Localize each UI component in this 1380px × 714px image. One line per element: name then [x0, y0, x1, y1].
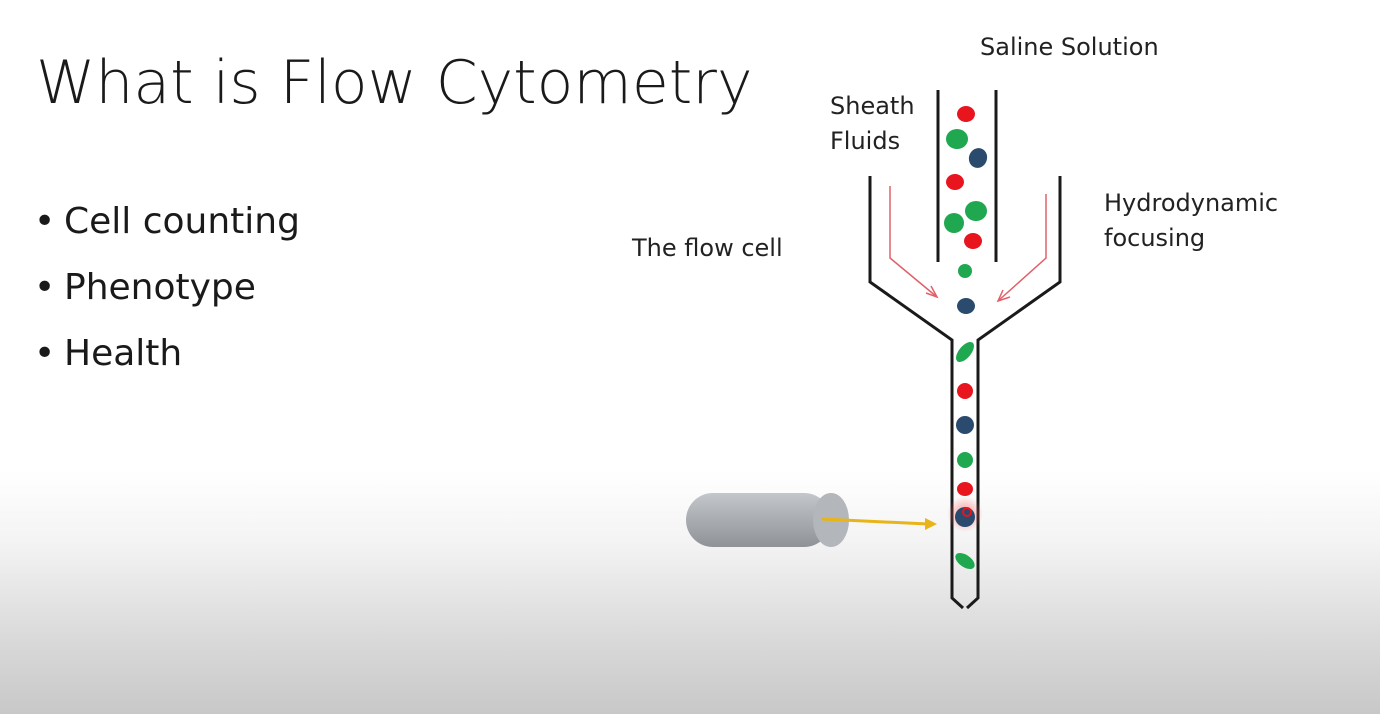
slide-title: What is Flow Cytometry — [36, 48, 753, 118]
outer-funnel-right-wall — [965, 176, 1062, 610]
blue-cell — [957, 298, 975, 314]
sheath-label-line1: Sheath — [830, 92, 915, 120]
saline-solution-label: Saline Solution — [980, 33, 1159, 61]
blue-cell — [955, 507, 975, 527]
red-cell — [946, 174, 964, 190]
hydro-label-line1: Hydrodynamic — [1104, 189, 1279, 217]
red-cell — [964, 233, 982, 249]
bullet-text: Cell counting — [64, 201, 300, 242]
green-cell — [957, 452, 973, 468]
interrogation-point — [962, 507, 972, 517]
sheath-arrow-right — [996, 194, 1047, 303]
bullet-item: •Phenotype — [34, 262, 300, 328]
outer-funnel-left-wall — [868, 176, 965, 610]
bullet-dot: • — [34, 201, 56, 242]
bullet-item: •Cell counting — [34, 196, 300, 262]
sheath-arrow-left — [889, 186, 939, 299]
blue-cell — [956, 416, 974, 434]
green-cell — [955, 553, 975, 569]
red-cell — [957, 383, 973, 399]
bullet-text: Phenotype — [64, 267, 256, 308]
flow-cell-label: The flow cell — [632, 234, 783, 262]
sheath-label-line2: Fluids — [830, 127, 901, 155]
bullet-dot: • — [34, 267, 56, 308]
red-cell — [957, 106, 975, 122]
red-cell — [957, 482, 973, 496]
laser-beam-arrow — [821, 517, 937, 530]
bullet-item: •Health — [34, 328, 300, 394]
hydro-label-line2: focusing — [1104, 224, 1206, 252]
green-cell — [944, 213, 964, 233]
green-cell — [956, 342, 974, 362]
green-cell — [965, 201, 987, 221]
blue-cell — [968, 148, 988, 168]
bullet-list: •Cell counting •Phenotype •Health — [34, 196, 300, 394]
green-cell — [958, 264, 972, 278]
bullet-dot: • — [34, 333, 56, 374]
bullet-text: Health — [64, 333, 183, 374]
green-cell — [946, 129, 968, 149]
